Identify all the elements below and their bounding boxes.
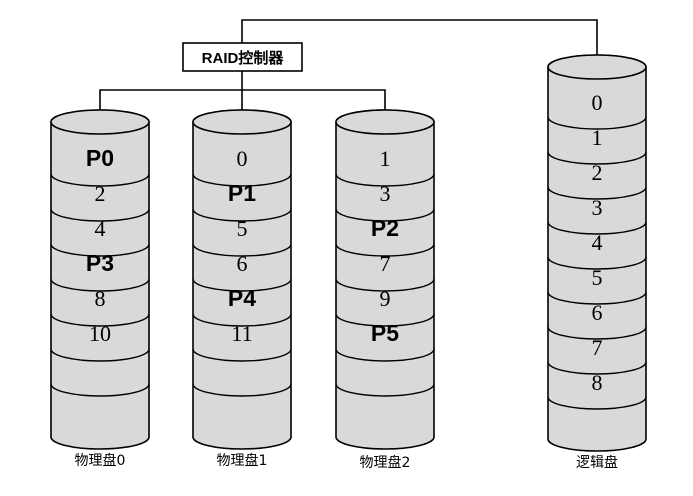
band-divider xyxy=(192,313,292,327)
block-label: 1 xyxy=(380,146,391,171)
block-label: P2 xyxy=(371,215,399,241)
band-divider xyxy=(547,151,647,165)
band-divider xyxy=(547,396,647,410)
disk-caption: 物理盘0 xyxy=(75,452,126,469)
band-divider xyxy=(50,173,150,187)
logical-disk: 0 1 2 3 4 5 6 7 8 逻辑盘 xyxy=(547,54,647,471)
block-label: 1 xyxy=(592,125,603,150)
raid-controller: RAID控制器 xyxy=(182,42,303,72)
block-label: 5 xyxy=(592,265,603,290)
band-divider xyxy=(192,383,292,397)
block-label: 5 xyxy=(237,216,248,241)
band-divider xyxy=(192,173,292,187)
block-label: 2 xyxy=(95,181,106,206)
block-label: 8 xyxy=(95,286,106,311)
block-label: 7 xyxy=(380,251,391,276)
raid-controller-label: RAID控制器 xyxy=(202,49,285,67)
band-divider xyxy=(547,256,647,270)
disk-caption: 逻辑盘 xyxy=(576,454,618,471)
connection-lines xyxy=(99,19,598,112)
band-divider xyxy=(335,348,435,362)
cylinder-top xyxy=(192,109,292,135)
band-divider xyxy=(547,361,647,375)
block-label: 4 xyxy=(592,230,603,255)
block-label: P4 xyxy=(228,285,256,311)
cylinder-top xyxy=(335,109,435,135)
cylinder-top xyxy=(50,109,150,135)
block-label: 2 xyxy=(592,160,603,185)
band-divider xyxy=(192,348,292,362)
band-divider xyxy=(335,383,435,397)
block-label: P1 xyxy=(228,180,256,206)
physical-disk-0: P0 2 4 P3 8 10 物理盘0 xyxy=(50,109,150,469)
band-divider xyxy=(192,208,292,222)
physical-disk-1: 0 P1 5 6 P4 11 物理盘1 xyxy=(192,109,292,469)
block-label: P0 xyxy=(86,145,114,171)
block-label: 6 xyxy=(592,300,603,325)
band-divider xyxy=(192,243,292,257)
band-divider xyxy=(50,243,150,257)
band-divider xyxy=(50,278,150,292)
block-label: 11 xyxy=(231,321,252,346)
cylinder-top xyxy=(547,54,647,80)
band-divider xyxy=(335,313,435,327)
band-divider xyxy=(192,278,292,292)
disk-caption: 物理盘2 xyxy=(360,454,411,471)
band-divider xyxy=(50,208,150,222)
raid-controller-box xyxy=(182,42,303,72)
band-divider xyxy=(50,383,150,397)
block-label: 6 xyxy=(237,251,248,276)
band-divider xyxy=(50,313,150,327)
block-label: 0 xyxy=(237,146,248,171)
block-label: 3 xyxy=(380,181,391,206)
band-divider xyxy=(547,326,647,340)
block-label: 3 xyxy=(592,195,603,220)
block-label: 4 xyxy=(95,216,106,241)
band-divider xyxy=(50,348,150,362)
band-divider xyxy=(547,221,647,235)
block-label: 9 xyxy=(380,286,391,311)
physical-disk-2: 1 3 P2 7 9 P5 物理盘2 xyxy=(335,109,435,471)
band-divider xyxy=(547,291,647,305)
disk-caption: 物理盘1 xyxy=(217,452,268,469)
block-label: P5 xyxy=(371,320,399,346)
band-divider xyxy=(335,243,435,257)
block-label: 0 xyxy=(592,90,603,115)
band-divider xyxy=(547,186,647,200)
controller-to-logical-line xyxy=(241,19,598,60)
band-divider xyxy=(335,173,435,187)
block-label: 7 xyxy=(592,335,603,360)
band-divider xyxy=(335,278,435,292)
band-divider xyxy=(335,208,435,222)
block-label: P3 xyxy=(86,250,114,276)
block-label: 10 xyxy=(89,321,111,346)
band-divider xyxy=(547,116,647,130)
block-label: 8 xyxy=(592,370,603,395)
